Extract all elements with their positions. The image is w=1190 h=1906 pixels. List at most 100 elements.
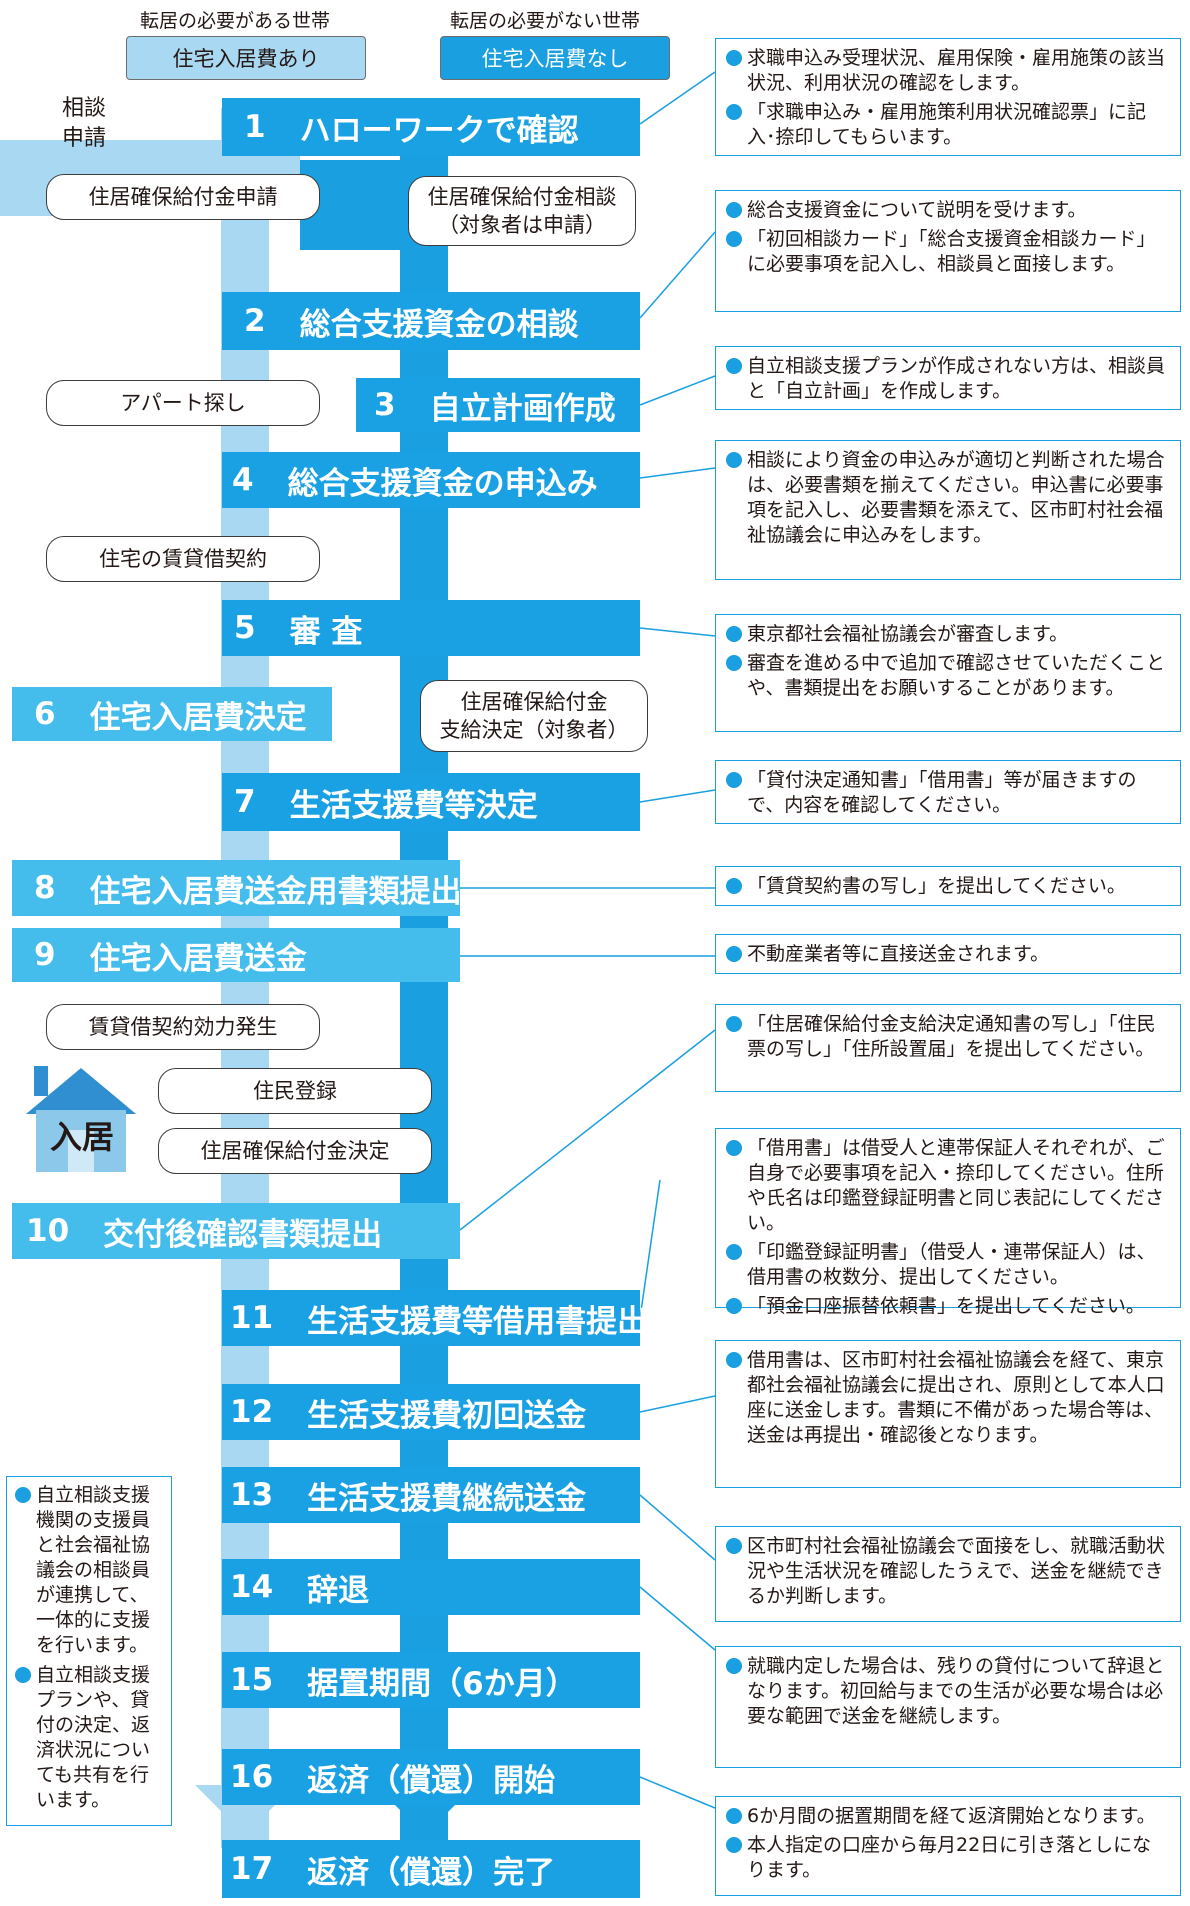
bullet-icon — [726, 878, 742, 894]
left-caption: 転居の必要がある世帯 — [140, 10, 331, 32]
note-10-item-1: 「借用書」は借受人と連帯保証人それぞれが、ご自身で必要事項を記入・捺印してくださ… — [726, 1136, 1170, 1236]
note-14-text-1: 6か月間の据置期間を経て返済開始となります。 — [747, 1805, 1156, 1827]
step-6-number: 6 — [34, 696, 56, 732]
note-5-item-2: 審査を進める中で追加で確認させていただくことや、書類提出をお願いすることがありま… — [726, 651, 1170, 701]
note-step-16: 6か月間の据置期間を経て返済開始となります。 本人指定の口座から毎月22日に引き… — [715, 1796, 1181, 1896]
step-10: 10 交付後確認書類提出 — [12, 1203, 460, 1259]
bullet-icon — [726, 1140, 742, 1156]
pill-housing-benefit-consult-line2: （対象者は申請） — [438, 213, 606, 237]
connector-9 — [459, 1029, 716, 1231]
note-11-item-1: 借用書は、区市町村社会福祉協議会を経て、東京都社会福祉協議会に提出され、原則とし… — [726, 1348, 1170, 1448]
note-step-3: 自立相談支援プランが作成されない方は、相談員と「自立計画」を作成します。 — [715, 346, 1181, 410]
step-7: 7 生活支援費等決定 — [222, 773, 640, 831]
note-step-11: 「借用書」は借受人と連帯保証人それぞれが、ご自身で必要事項を記入・捺印してくださ… — [715, 1128, 1181, 1317]
step-4-label: 総合支援資金の申込み — [287, 465, 598, 502]
right-header-box: 住宅入居費なし — [440, 36, 670, 80]
note-5-item-1: 東京都社会福祉協議会が審査します。 — [726, 622, 1170, 647]
step-3-label: 自立計画作成 — [429, 390, 616, 427]
bullet-icon — [726, 202, 742, 218]
step-10-number: 10 — [26, 1213, 70, 1249]
note-step-14: 就職内定した場合は、残りの貸付について辞退となります。初回給与までの生活が必要な… — [715, 1646, 1181, 1768]
note-1-text-2: 「求職申込み・雇用施策利用状況確認票」に記入･捺印してもらいます。 — [747, 101, 1147, 149]
pill-housing-benefit-application: 住居確保給付金申請 — [46, 174, 320, 220]
bullet-icon — [726, 626, 742, 642]
note-12-text-1: 区市町村社会福祉協議会で面接をし、就職活動状況や生活状況を確認したうえで、送金を… — [747, 1535, 1166, 1608]
step-15-label: 据置期間（6か月） — [307, 1665, 577, 1702]
step-12: 12 生活支援費初回送金 — [222, 1384, 640, 1440]
note-14-text-2: 本人指定の口座から毎月22日に引き落としになります。 — [747, 1834, 1152, 1882]
bullet-icon — [726, 358, 742, 374]
step-6-label: 住宅入居費決定 — [89, 699, 307, 736]
note-4-item-1: 相談により資金の申込みが適切と判断された場合は、必要書類を揃えてください。申込書… — [726, 448, 1170, 548]
note-12-item-1: 区市町村社会福祉協議会で面接をし、就職活動状況や生活状況を確認したうえで、送金を… — [726, 1534, 1170, 1609]
side-label-consult: 相談 — [62, 96, 107, 121]
step-12-number: 12 — [230, 1394, 274, 1430]
side-text-1: 自立相談支援機関の支援員と社会福祉協議会の相談員が連携して、一体的に支援を行いま… — [36, 1484, 151, 1657]
step-9: 9 住宅入居費送金 — [12, 928, 460, 982]
step-4-number: 4 — [232, 462, 254, 498]
pill-housing-benefit-decision-target: 住居確保給付金 支給決定（対象者） — [420, 680, 648, 752]
note-10-text-2: 「印鑑登録証明書」（借受人・連帯保証人）は、借用書の枚数分、提出してください。 — [747, 1241, 1156, 1289]
note-6-text-1: 「貸付決定通知書」「借用書」等が届きますので、内容を確認してください。 — [747, 769, 1137, 817]
step-9-label: 住宅入居費送金 — [89, 940, 307, 977]
step-10-label: 交付後確認書類提出 — [103, 1216, 383, 1253]
note-3-item-1: 自立相談支援プランが作成されない方は、相談員と「自立計画」を作成します。 — [726, 354, 1170, 404]
step-13-number: 13 — [230, 1477, 274, 1513]
note-13-text-1: 就職内定した場合は、残りの貸付について辞退となります。初回給与までの生活が必要な… — [747, 1655, 1165, 1728]
bullet-icon — [726, 231, 742, 248]
step-7-number: 7 — [234, 784, 256, 820]
step-4: 4 総合支援資金の申込み — [222, 452, 640, 508]
note-10-item-2: 「印鑑登録証明書」（借受人・連帯保証人）は、借用書の枚数分、提出してください。 — [726, 1240, 1170, 1290]
step-13-label: 生活支援費継続送金 — [307, 1480, 587, 1517]
note-1-item-1: 求職申込み受理状況、雇用保険・雇用施策の該当状況、利用状況の確認をします。 — [726, 46, 1170, 96]
step-12-label: 生活支援費初回送金 — [307, 1397, 587, 1434]
side-text-2: 自立相談支援プランや、貸付の決定、返済状況についても共有を行います。 — [36, 1663, 151, 1811]
note-7-text-1: 「賃貸契約書の写し」を提出してください。 — [747, 875, 1126, 897]
connector-4 — [639, 467, 716, 479]
house-icon: 入居 — [22, 1064, 140, 1174]
note-step-8: 「賃貸契約書の写し」を提出してください。 — [715, 866, 1181, 906]
pill-housing-benefit-decision-line1: 住居確保給付金 — [460, 689, 608, 714]
note-8-item-1: 不動産業者等に直接送金されます。 — [726, 942, 1170, 967]
connector-12 — [639, 1494, 716, 1561]
note-step-9: 不動産業者等に直接送金されます。 — [715, 934, 1181, 974]
note-step-13: 区市町村社会福祉協議会で面接をし、就職活動状況や生活状況を確認したうえで、送金を… — [715, 1526, 1181, 1622]
side-item-1: 自立相談支援機関の支援員と社会福祉協議会の相談員が連携して、一体的に支援を行いま… — [15, 1483, 163, 1659]
bullet-icon — [726, 1808, 742, 1824]
note-1-item-2: 「求職申込み・雇用施策利用状況確認票」に記入･捺印してもらいます。 — [726, 100, 1170, 150]
connector-5 — [639, 627, 716, 637]
connector-6 — [639, 789, 716, 803]
note-9-text-1: 「住居確保給付金支給決定通知書の写し」「住民票の写し」「住所設置届」を提出してく… — [747, 1013, 1156, 1061]
step-17-number: 17 — [230, 1851, 274, 1887]
note-2-text-2: 「初回相談カード」「総合支援資金相談カード」に必要事項を記入し、相談員と面接しま… — [747, 228, 1156, 276]
connector-14 — [639, 1776, 716, 1809]
note-2-item-2: 「初回相談カード」「総合支援資金相談カード」に必要事項を記入し、相談員と面接しま… — [726, 227, 1170, 277]
note-3-text-1: 自立相談支援プランが作成されない方は、相談員と「自立計画」を作成します。 — [747, 355, 1166, 403]
side-note-cooperation: 自立相談支援機関の支援員と社会福祉協議会の相談員が連携して、一体的に支援を行いま… — [6, 1476, 172, 1826]
house-label: 入居 — [49, 1118, 114, 1156]
bullet-icon — [726, 655, 742, 672]
step-11-label: 生活支援費等借用書提出 — [307, 1303, 649, 1340]
step-7-label: 生活支援費等決定 — [289, 787, 538, 824]
note-5-text-1: 東京都社会福祉協議会が審査します。 — [747, 623, 1069, 645]
step-2-number: 2 — [244, 303, 266, 339]
bullet-icon — [726, 1298, 742, 1315]
note-step-1: 求職申込み受理状況、雇用保険・雇用施策の該当状況、利用状況の確認をします。 「求… — [715, 38, 1181, 156]
step-9-number: 9 — [34, 937, 56, 973]
note-14-item-2: 本人指定の口座から毎月22日に引き落としになります。 — [726, 1833, 1170, 1883]
connector-1 — [639, 71, 716, 125]
note-step-4: 相談により資金の申込みが適切と判断された場合は、必要書類を揃えてください。申込書… — [715, 440, 1181, 580]
note-4-text-1: 相談により資金の申込みが適切と判断された場合は、必要書類を揃えてください。申込書… — [747, 449, 1165, 547]
step-13: 13 生活支援費継続送金 — [222, 1467, 640, 1523]
pill-resident-registration: 住民登録 — [158, 1068, 432, 1114]
bullet-icon — [726, 946, 742, 962]
step-11-number: 11 — [230, 1300, 274, 1336]
bullet-icon — [726, 50, 742, 66]
